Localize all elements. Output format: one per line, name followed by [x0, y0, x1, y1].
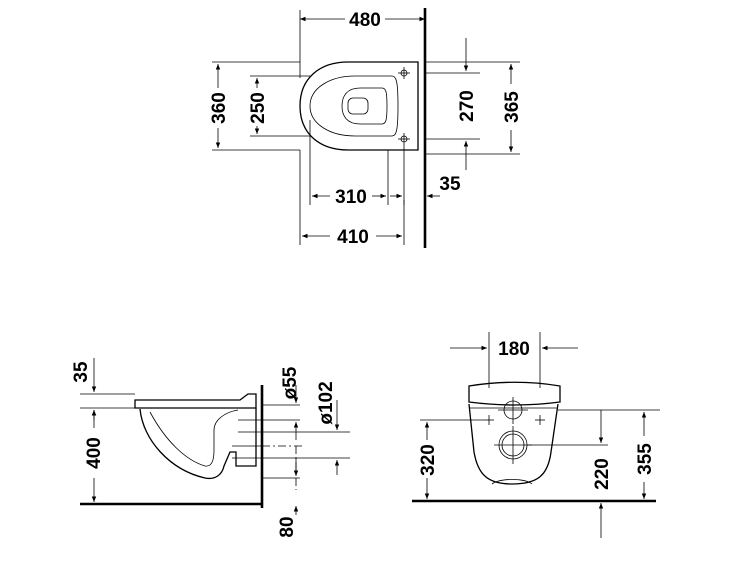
front-seat: [468, 381, 561, 406]
flush-outlet: [347, 97, 369, 115]
fixing-hole-top: [398, 67, 410, 79]
dim-410: 410: [337, 227, 369, 248]
dim-480: 480: [349, 10, 381, 31]
inlet-circle: [498, 397, 528, 424]
seat-opening: [309, 75, 399, 137]
fixing-cross-right: [535, 415, 545, 425]
fixing-cross-left: [484, 415, 494, 425]
dim-250: 250: [248, 92, 269, 124]
bowl-inner-side: [149, 409, 239, 467]
dim-270: 270: [457, 90, 478, 122]
front-bowl: [468, 403, 559, 485]
outlet-circle: [494, 426, 532, 464]
dim-310: 310: [335, 187, 367, 208]
dim-dia55: ø55: [280, 366, 301, 399]
dim-180: 180: [498, 339, 530, 360]
seat-lid: [134, 393, 257, 409]
dim-dia102: ø102: [316, 381, 337, 424]
dim-220: 220: [592, 458, 613, 490]
dim-320: 320: [418, 444, 439, 476]
dim-355: 355: [635, 443, 656, 475]
dim-365: 365: [502, 91, 523, 123]
pipe-lines: [232, 419, 262, 459]
front-view: 180 320 220 355: [412, 332, 660, 538]
front-bowl-base: [491, 479, 533, 485]
dim-80: 80: [277, 516, 298, 537]
bowl-outline: [299, 61, 419, 151]
dim-35-top: 35: [439, 174, 461, 195]
side-view: 35 400 ø55 ø102 80: [71, 358, 350, 538]
bowl-body: [139, 408, 257, 480]
dim-400: 400: [84, 437, 105, 469]
top-view: 480 360 250 270 365 310 3: [209, 8, 523, 248]
fixing-hole-bottom: [398, 133, 410, 145]
bowl-inner: [341, 87, 388, 125]
dim-360: 360: [209, 92, 230, 124]
dim-35-side: 35: [71, 361, 92, 383]
